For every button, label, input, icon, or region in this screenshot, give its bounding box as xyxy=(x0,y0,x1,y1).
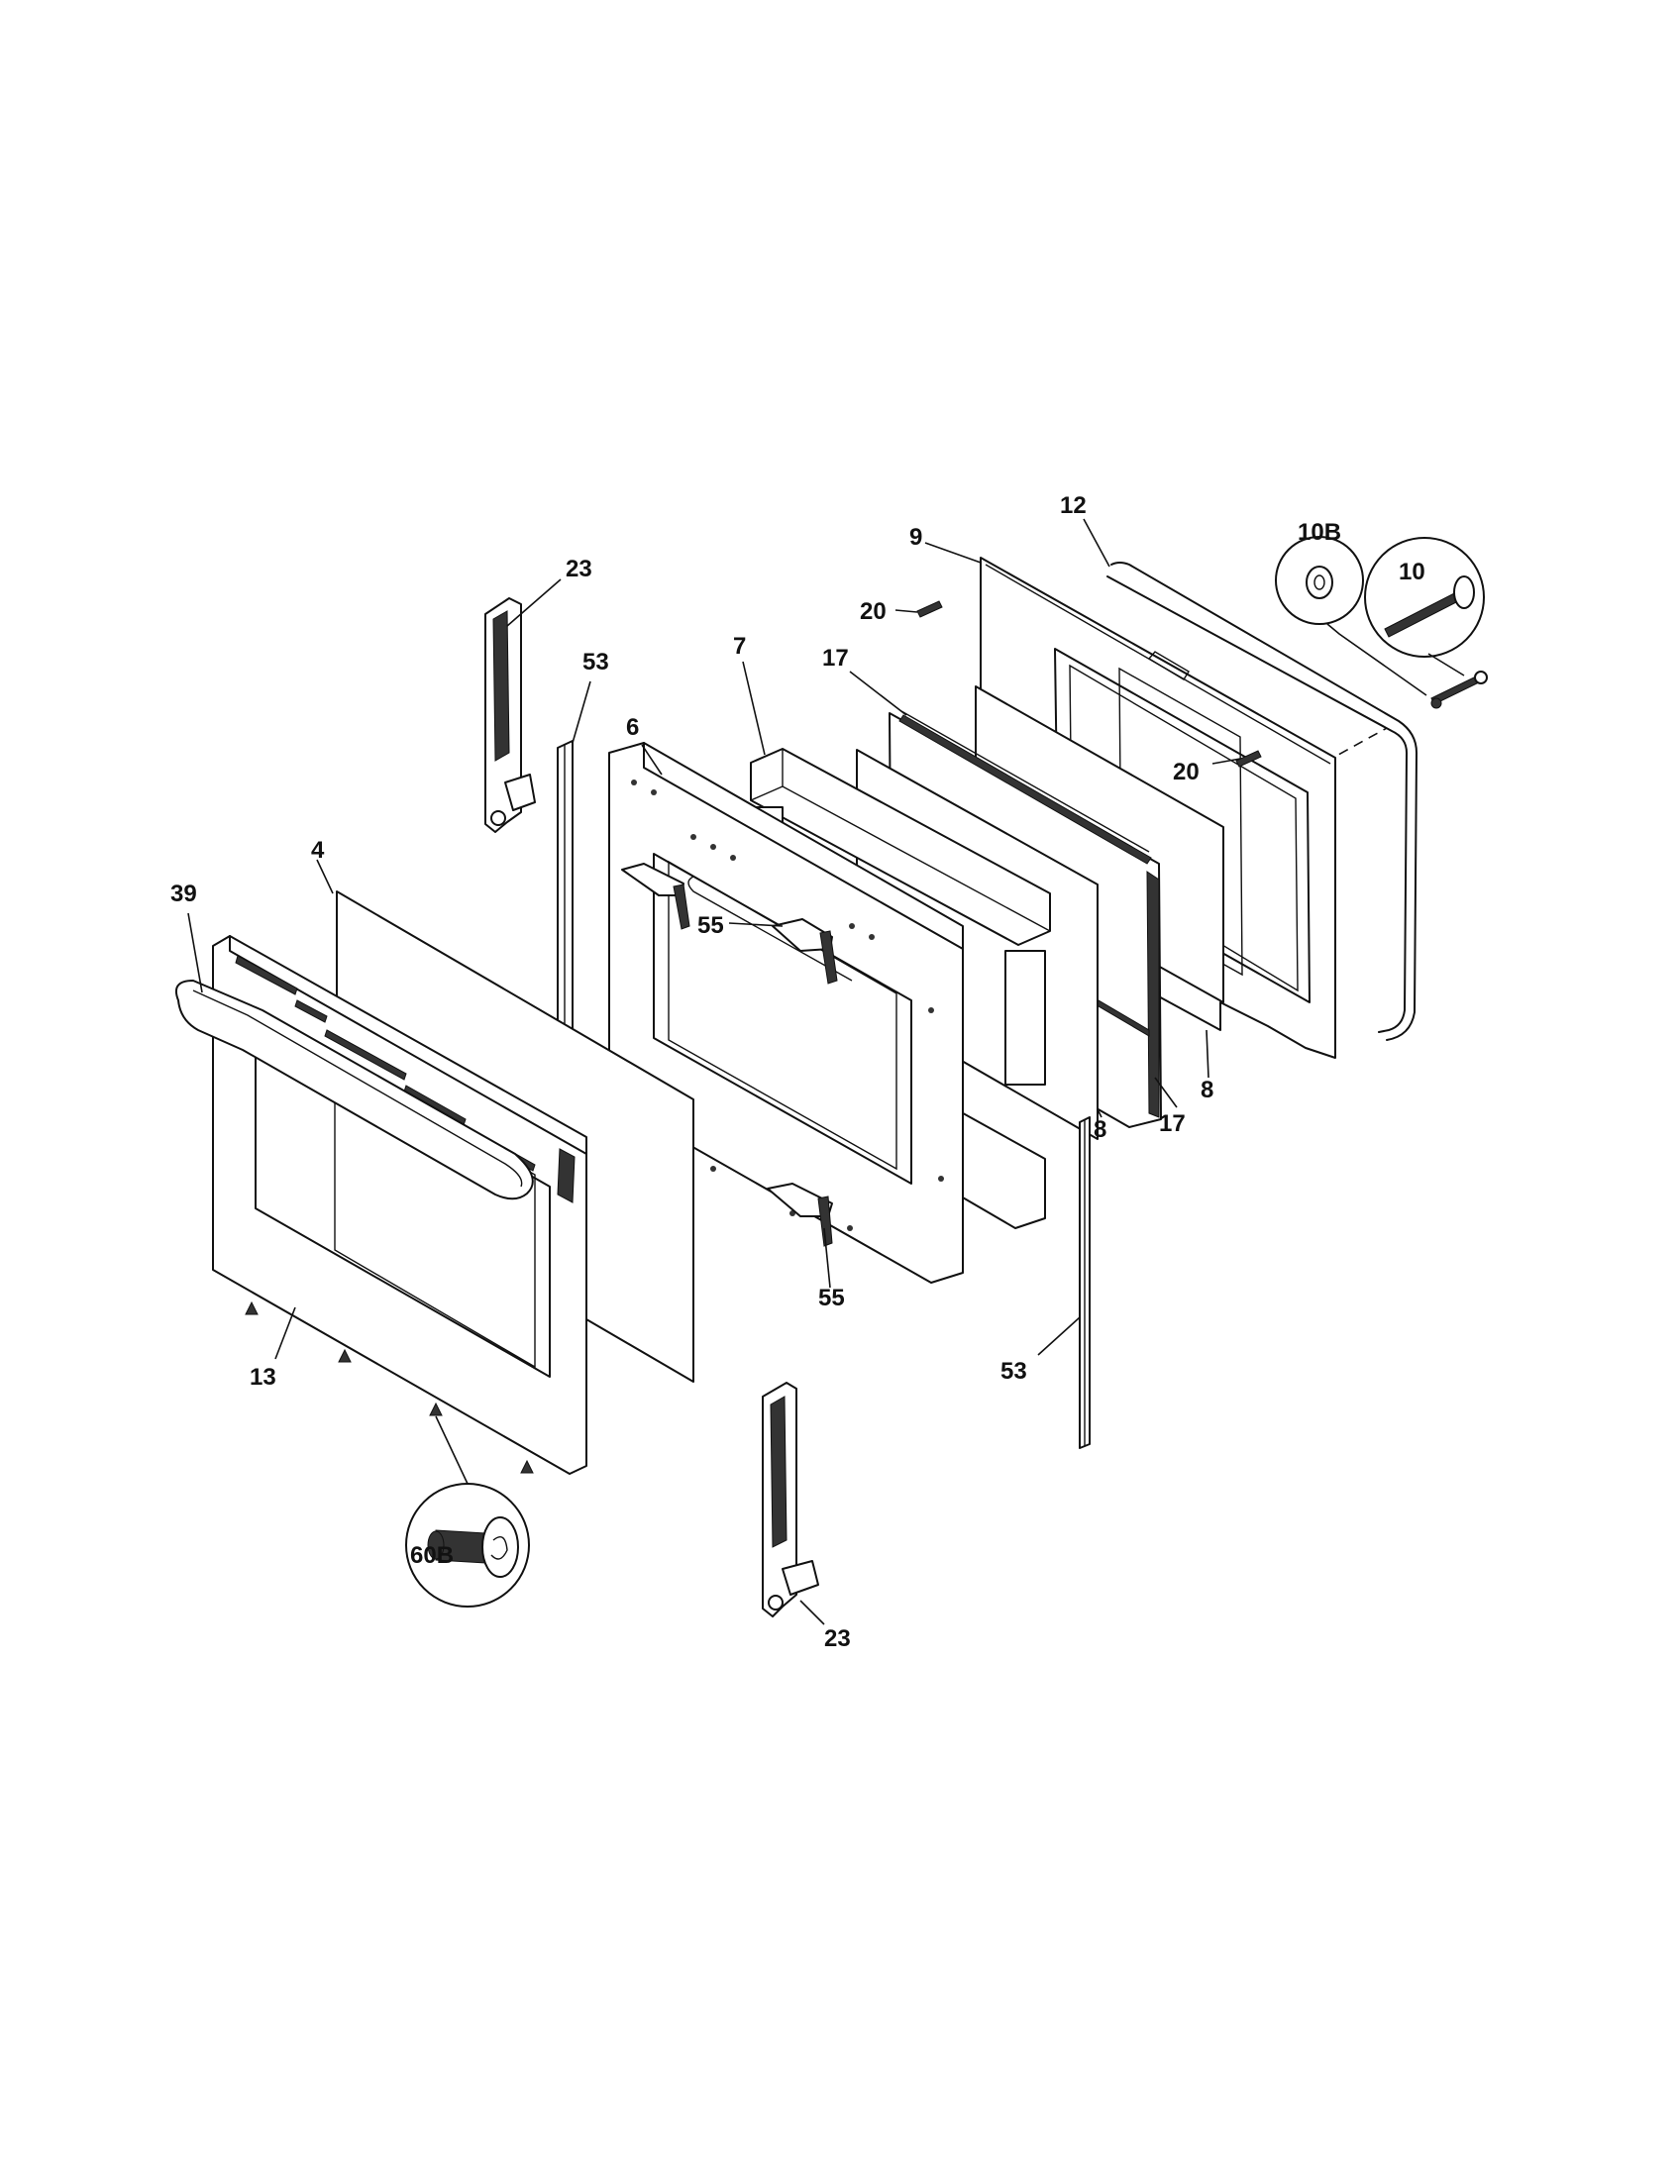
callout-20-top: 20 xyxy=(860,598,887,625)
callout-39: 39 xyxy=(170,881,197,907)
callout-53-top: 53 xyxy=(582,649,609,676)
callout-55-bottom: 55 xyxy=(818,1285,845,1311)
part-23-hinge-bottom xyxy=(762,1382,819,1617)
leader-lines xyxy=(187,518,1465,1625)
callout-9: 9 xyxy=(909,524,922,551)
callout-10: 10 xyxy=(1399,559,1425,585)
part-20-clip-right xyxy=(1235,750,1262,768)
part-23-hinge-top xyxy=(484,597,536,833)
part-12-door-gasket xyxy=(1106,562,1418,1041)
callout-53-bottom: 53 xyxy=(1000,1358,1027,1385)
callout-23-bottom: 23 xyxy=(824,1625,851,1652)
callout-23-top: 23 xyxy=(566,556,592,582)
callout-12: 12 xyxy=(1060,492,1087,519)
part-55-hinge-receptacle-mid xyxy=(772,918,838,985)
part-10-screw xyxy=(1430,671,1488,709)
callout-17-bottom: 17 xyxy=(1159,1110,1186,1137)
part-60b-screws xyxy=(245,1300,534,1474)
callout-60b: 60B xyxy=(410,1542,454,1569)
callout-7: 7 xyxy=(733,633,746,660)
callout-8-mid: 8 xyxy=(1094,1116,1106,1143)
zoom-circle-10b xyxy=(1275,536,1364,625)
callout-4: 4 xyxy=(311,837,325,864)
callout-10b: 10B xyxy=(1298,519,1341,546)
part-53-trim-strip-top xyxy=(557,740,574,1039)
callout-20-right: 20 xyxy=(1173,759,1200,785)
callout-13: 13 xyxy=(250,1364,276,1391)
callout-17-top: 17 xyxy=(822,645,849,672)
part-20-clip-top xyxy=(916,600,943,618)
callout-6: 6 xyxy=(626,714,639,741)
part-55-hinge-receptacle-top xyxy=(621,863,690,930)
part-55-hinge-receptacle-bottom xyxy=(767,1183,833,1247)
liner-holes xyxy=(631,780,944,1231)
callout-8-right: 8 xyxy=(1201,1077,1213,1103)
callout-labels: 23 53 6 7 17 20 9 12 10B 10 20 39 4 55 5… xyxy=(170,492,1425,1652)
part-53-trim-strip-bottom xyxy=(1079,1116,1091,1449)
zoom-circle-10 xyxy=(1364,537,1485,658)
callout-55-mid: 55 xyxy=(697,912,724,939)
part-39-door-handle xyxy=(174,980,534,1200)
